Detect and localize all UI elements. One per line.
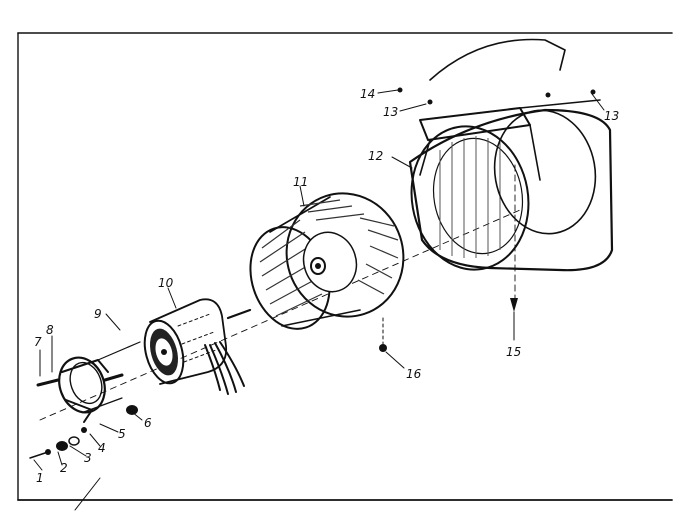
housing-screws xyxy=(379,298,518,352)
callout-14: 14 xyxy=(360,87,375,101)
callout-10: 10 xyxy=(158,276,174,290)
callout-13-left: 13 xyxy=(383,105,398,119)
callout-15: 15 xyxy=(506,345,521,359)
callout-labels: 1 2 3 4 5 6 7 8 9 10 11 12 13 13 14 15 1… xyxy=(34,87,619,485)
callout-9: 9 xyxy=(94,307,102,321)
leader-lines xyxy=(33,89,605,471)
mounting-hardware xyxy=(29,405,138,459)
blower-housing xyxy=(397,38,614,272)
callout-7: 7 xyxy=(34,335,42,349)
assembly-centerline xyxy=(39,164,521,421)
motor-mount-bracket xyxy=(36,341,141,423)
callout-13-right: 13 xyxy=(604,109,619,123)
callout-3: 3 xyxy=(84,451,92,465)
blower-motor xyxy=(143,298,252,395)
callout-12: 12 xyxy=(368,149,383,163)
callout-8: 8 xyxy=(46,323,54,337)
callout-16: 16 xyxy=(406,367,422,381)
callout-2: 2 xyxy=(60,461,68,475)
blower-wheel xyxy=(249,192,405,330)
callout-6: 6 xyxy=(144,416,152,430)
callout-11: 11 xyxy=(293,175,308,189)
callout-5: 5 xyxy=(118,427,126,441)
callout-1: 1 xyxy=(36,471,44,485)
frame-lines xyxy=(17,32,673,511)
callout-4: 4 xyxy=(98,441,106,455)
